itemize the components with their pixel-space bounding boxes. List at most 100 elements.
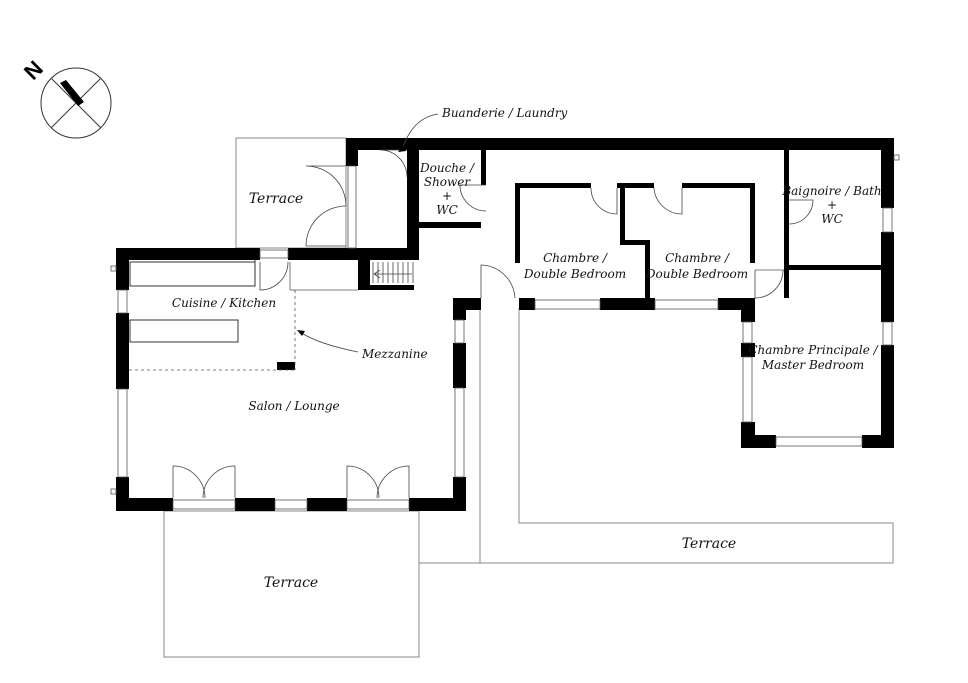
- window-e-2: [454, 387, 465, 478]
- label-shower-2: Shower: [424, 175, 472, 189]
- window-e-1: [454, 319, 465, 344]
- door-kitchen: [259, 261, 289, 291]
- wall-laundry-east: [407, 150, 419, 260]
- wall-laundry-west-top: [346, 138, 358, 166]
- wall-bed1-north-b: [617, 183, 654, 188]
- window-w-1: [117, 289, 128, 314]
- window-master-e: [882, 321, 893, 346]
- wall-living-south-a: [116, 498, 173, 511]
- wall-bed-divider-c: [645, 240, 650, 300]
- label-bath-2: +: [827, 198, 837, 212]
- wall-living-west-a: [116, 248, 129, 290]
- wall-bath-west: [784, 150, 789, 298]
- window-w-2: [117, 388, 128, 478]
- label-laundry: Buanderie / Laundry: [441, 106, 568, 120]
- label-bed1-1: Chambre /: [543, 251, 609, 265]
- mezzanine-leader-arrow: [297, 330, 305, 336]
- mezzanine-leader: [299, 331, 359, 353]
- doors: [172, 149, 814, 499]
- door-bed1: [590, 187, 618, 215]
- label-bed1-2: Double Bedroom: [523, 267, 626, 281]
- wall-living-east-c: [453, 477, 466, 511]
- wall-living-south-d: [409, 498, 466, 511]
- label-lounge: Salon / Lounge: [248, 399, 339, 413]
- label-shower-4: WC: [436, 203, 458, 217]
- wall-east-lower: [881, 345, 894, 448]
- window-master-w-1: [742, 321, 753, 344]
- wall-stair-south: [358, 285, 414, 290]
- wall-living-south-c: [307, 498, 347, 511]
- wall-bed1-west: [515, 183, 520, 263]
- label-bath-3: WC: [821, 212, 843, 226]
- window-bed1-s: [534, 299, 601, 310]
- window-s-1: [172, 499, 236, 510]
- wall-bed-divider-b: [620, 240, 648, 245]
- wall-north: [346, 138, 894, 150]
- label-kitchen: Cuisine / Kitchen: [172, 296, 276, 310]
- north-letter: N: [19, 56, 48, 85]
- windows: [110, 154, 900, 510]
- stair-arrow-head: [373, 269, 381, 279]
- mezzanine-post: [277, 362, 295, 370]
- window-laundry-w: [347, 165, 357, 249]
- wall-living-south-b: [235, 498, 275, 511]
- window-bath-e: [882, 207, 893, 233]
- door-lounge-s-1b: [202, 465, 236, 499]
- wall-master-west-mid: [741, 343, 755, 357]
- label-terrace-south: Terrace: [264, 575, 318, 591]
- label-terrace-nw: Terrace: [249, 191, 303, 207]
- wall-living-north-b: [288, 248, 419, 260]
- terrace-south-outline: [163, 510, 420, 658]
- kitchen-island: [129, 319, 239, 343]
- staircase: [372, 262, 414, 283]
- marker-w-2: [110, 488, 117, 495]
- label-shower-3: +: [442, 189, 452, 203]
- door-lounge-s-2a: [346, 465, 380, 499]
- label-mezzanine: Mezzanine: [361, 347, 428, 361]
- wall-east-upper: [881, 150, 894, 208]
- wall-stair-west: [358, 260, 370, 290]
- door-terrace-nw-b: [305, 205, 347, 247]
- wall-bed-south-c: [600, 298, 655, 310]
- door-bath: [788, 199, 814, 225]
- wall-master-south-a: [741, 435, 776, 448]
- laundry-leader: [401, 113, 439, 151]
- wall-living-west-b: [116, 313, 129, 389]
- window-s-3: [346, 499, 410, 510]
- wall-east-mid: [881, 232, 894, 322]
- wall-bath-south: [784, 265, 884, 270]
- compass-circle: [40, 67, 112, 139]
- interior-details: [129, 260, 414, 371]
- window-master-w-2: [742, 356, 753, 423]
- door-bed2: [653, 187, 683, 215]
- door-lounge-s-2b: [376, 465, 410, 499]
- terrace-south-link: [418, 511, 480, 564]
- wall-bed2-north: [682, 183, 753, 188]
- door-laundry: [379, 149, 408, 178]
- door-lounge-s-1a: [172, 465, 206, 499]
- label-terrace-east: Terrace: [682, 536, 736, 552]
- label-master-2: Master Bedroom: [761, 358, 864, 372]
- label-bath-1: Baignoire / Bath: [781, 184, 881, 198]
- marker-w-1: [110, 265, 117, 272]
- wall-living-east-a: [453, 298, 466, 320]
- marker-ne: [893, 154, 900, 161]
- north-compass: N: [19, 56, 112, 139]
- wall-bed1-north-a: [515, 183, 591, 188]
- wall-bed2-east: [750, 183, 755, 263]
- wall-shower-south: [419, 222, 481, 228]
- door-hall: [480, 264, 516, 299]
- window-bed2-s: [654, 299, 719, 310]
- wall-master-south-b: [862, 435, 894, 448]
- window-master-s: [775, 436, 863, 447]
- wall-master-nw: [741, 298, 755, 322]
- label-master-1: Chambre Principale /: [748, 343, 879, 357]
- window-s-2: [274, 499, 308, 510]
- door-master: [754, 269, 784, 299]
- kitchen-counter-top: [129, 261, 256, 287]
- walls: [116, 138, 894, 511]
- window-n-1: [259, 249, 289, 259]
- door-terrace-nw-a: [305, 165, 347, 207]
- wall-living-east-b: [453, 343, 466, 388]
- label-bed2-1: Chambre /: [665, 251, 731, 265]
